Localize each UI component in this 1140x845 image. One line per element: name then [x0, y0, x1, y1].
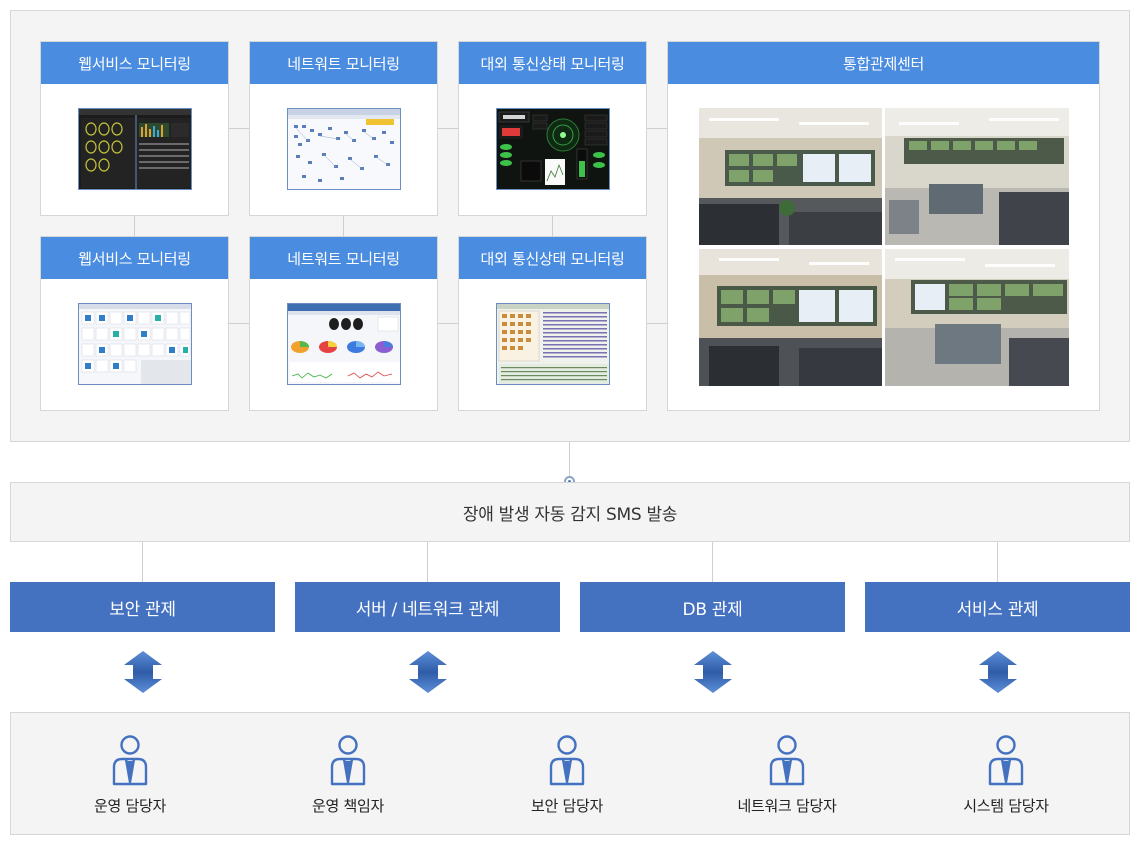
connector-line: [647, 323, 668, 324]
person-icon: [988, 735, 1024, 786]
connector-line: [438, 128, 459, 129]
card-web-monitoring-1: 웹서비스 모니터링: [40, 41, 229, 216]
control-room-photo: [699, 249, 882, 386]
person-icon: [769, 735, 805, 786]
connector-line: [142, 542, 143, 582]
card-title: 웹서비스 모니터링: [41, 237, 228, 279]
connector-line: [647, 128, 668, 129]
control-label: DB 관제: [682, 599, 743, 620]
bidirectional-arrow-icon: [979, 651, 1017, 693]
card-title: 네트워트 모니터링: [250, 237, 437, 279]
card-external-comm-monitoring-2: 대외 통신상태 모니터링: [458, 236, 647, 411]
server-network-control-box: 서버 / 네트워크 관제: [295, 582, 560, 632]
connector-line: [229, 128, 250, 129]
comm-status-screenshot: [496, 108, 610, 190]
db-control-box: DB 관제: [580, 582, 845, 632]
connector-line: [569, 442, 570, 482]
staff-label: 네트워크 담당자: [737, 797, 837, 815]
security-control-box: 보안 관제: [10, 582, 275, 632]
control-room-photo: [885, 108, 1069, 245]
connector-line: [134, 215, 135, 237]
web-dashboard-screenshot: [78, 108, 192, 190]
control-label: 서비스 관제: [956, 599, 1039, 620]
card-control-center: 통합관제센터: [667, 41, 1100, 411]
control-center-photos: [699, 108, 1069, 386]
web-service-grid-screenshot: [78, 303, 192, 385]
connector-line: [438, 323, 459, 324]
comm-log-screenshot: [496, 303, 610, 385]
bidirectional-arrow-icon: [124, 651, 162, 693]
control-label: 보안 관제: [109, 599, 176, 620]
person-icon: [112, 735, 148, 786]
connector-line: [343, 215, 344, 237]
staff-label: 운영 담당자: [94, 797, 166, 815]
connector-line: [712, 542, 713, 582]
person-icon: [330, 735, 366, 786]
card-network-monitoring-1: 네트워트 모니터링: [249, 41, 438, 216]
card-title: 네트워트 모니터링: [250, 42, 437, 84]
staff-label: 시스템 담당자: [963, 797, 1049, 815]
bidirectional-arrow-icon: [409, 651, 447, 693]
card-network-monitoring-2: 네트워트 모니터링: [249, 236, 438, 411]
connector-line: [427, 542, 428, 582]
network-charts-screenshot: [287, 303, 401, 385]
staff-label: 운영 책임자: [312, 797, 384, 815]
card-web-monitoring-2: 웹서비스 모니터링: [40, 236, 229, 411]
service-control-box: 서비스 관제: [865, 582, 1130, 632]
sms-alert-bar: 장애 발생 자동 감지 SMS 발송: [10, 482, 1130, 542]
card-title: 대외 통신상태 모니터링: [459, 237, 646, 279]
control-label: 서버 / 네트워크 관제: [355, 599, 500, 620]
control-room-photo: [699, 108, 882, 245]
person-icon: [549, 735, 585, 786]
connector-line: [997, 542, 998, 582]
sms-alert-label: 장애 발생 자동 감지 SMS 발송: [462, 504, 678, 525]
card-title: 웹서비스 모니터링: [41, 42, 228, 84]
card-title: 대외 통신상태 모니터링: [459, 42, 646, 84]
staff-label: 보안 담당자: [531, 797, 603, 815]
control-room-photo: [885, 249, 1069, 386]
card-external-comm-monitoring-1: 대외 통신상태 모니터링: [458, 41, 647, 216]
network-topology-screenshot: [287, 108, 401, 190]
card-title: 통합관제센터: [668, 42, 1099, 84]
connector-line: [552, 215, 553, 237]
staff-panel: [10, 712, 1130, 835]
connector-line: [229, 323, 250, 324]
bidirectional-arrow-icon: [694, 651, 732, 693]
